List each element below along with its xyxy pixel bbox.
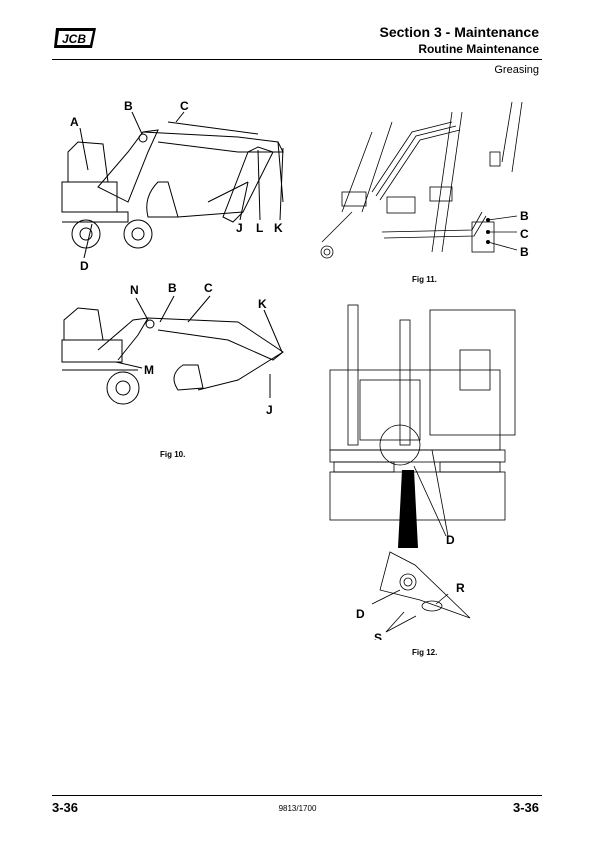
fig10-bottom-label-c: C (204, 281, 213, 295)
fig11-label-c: C (520, 227, 529, 241)
fig10-top-label-d: D (80, 259, 89, 272)
subsection-title: Routine Maintenance (418, 42, 539, 56)
fig10-top-label-c: C (180, 99, 189, 113)
fig10-top-label-k: K (274, 221, 283, 235)
fig12-caption: Fig 12. (412, 648, 438, 657)
fig12-label-r: R (456, 581, 465, 595)
fig10-top-label-j: J (236, 221, 243, 235)
fig10-top-label-a: A (70, 115, 79, 129)
fig10-top-label-l: L (256, 221, 263, 235)
fig10-caption: Fig 10. (160, 450, 186, 459)
header-divider (52, 59, 542, 60)
section-title: Section 3 - Maintenance (379, 24, 539, 40)
topic-label: Greasing (494, 64, 539, 76)
fig12-label-s: S (374, 631, 382, 640)
document-number: 9813/1700 (278, 804, 317, 813)
fig11-label-b-top: B (520, 209, 529, 223)
fig10-bottom-drawing: N B C K M J (61, 281, 284, 417)
page-number-right: 3-36 (512, 800, 539, 815)
fig12-label-d-bottom: D (356, 607, 365, 621)
fig11-caption: Fig 11. (412, 275, 437, 284)
fig11-drawing: B C B (320, 101, 529, 259)
fig10-top-label-b: B (124, 99, 133, 113)
brand-text: JCB (62, 32, 86, 46)
fig10-bottom-label-k: K (258, 297, 267, 311)
fig10-bottom-label-m: M (144, 363, 154, 377)
fig11-label-b-bottom: B (520, 245, 529, 259)
fig12-drawing: D R D S (329, 304, 516, 640)
fig10-top-drawing: A B C D J L K (61, 99, 284, 272)
fig10-bottom-label-n: N (130, 283, 139, 297)
fig10-bottom-label-b: B (168, 281, 177, 295)
fig10-bottom-label-j: J (266, 403, 273, 417)
jcb-logo: JCB (54, 28, 96, 48)
page-number-left: 3-36 (52, 800, 79, 815)
footer-divider (52, 795, 542, 796)
fig12-label-d-top: D (446, 533, 455, 547)
